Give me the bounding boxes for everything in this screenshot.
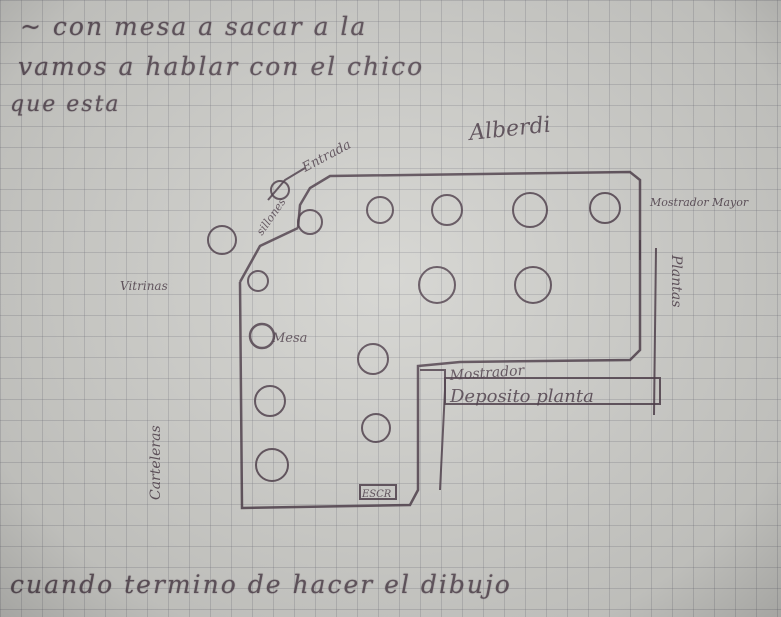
table-circle: [270, 180, 290, 200]
area-label: Alberdi: [466, 113, 552, 147]
wall-outline: [238, 170, 642, 510]
table-circle: [366, 196, 394, 224]
right-wall-line: [653, 247, 657, 416]
table-circle: [297, 209, 323, 235]
entrance-label: Entrada: [299, 137, 354, 176]
counter-box-label: Deposito planta: [449, 386, 594, 407]
inner-label: Mesa: [271, 331, 307, 346]
counter-box: [444, 377, 661, 405]
top-left-label: sillones: [254, 196, 289, 238]
counter-label: Mostrador: [448, 363, 526, 384]
table-circle: [207, 225, 237, 255]
note-line-1: ~ con mesa a sacar a la: [20, 12, 368, 41]
table-circle: [418, 266, 456, 304]
small-box: [359, 484, 397, 500]
entrance-line: [267, 167, 306, 201]
left-label: Carteleras: [148, 425, 164, 500]
right-label: Plantas: [668, 254, 684, 307]
table-circle: [512, 192, 548, 228]
note-bottom-line: cuando termino de hacer el dibujo: [10, 570, 512, 599]
note-line-3: que esta: [10, 92, 121, 117]
box-label: ESCR: [361, 489, 392, 500]
table-circle: [514, 266, 552, 304]
right-top-label: Mostrador Mayor: [649, 196, 749, 209]
note-line-2: vamos a hablar con el chico: [18, 52, 425, 81]
table-circle: [247, 270, 269, 292]
table-circle: [589, 192, 621, 224]
left-side-label: Vitrinas: [120, 279, 168, 293]
table-circle: [255, 448, 289, 482]
table-circle: [357, 343, 389, 375]
table-circle: [431, 194, 463, 226]
table-circle: [248, 322, 276, 350]
table-circle: [254, 385, 286, 417]
table-circle: [361, 413, 391, 443]
